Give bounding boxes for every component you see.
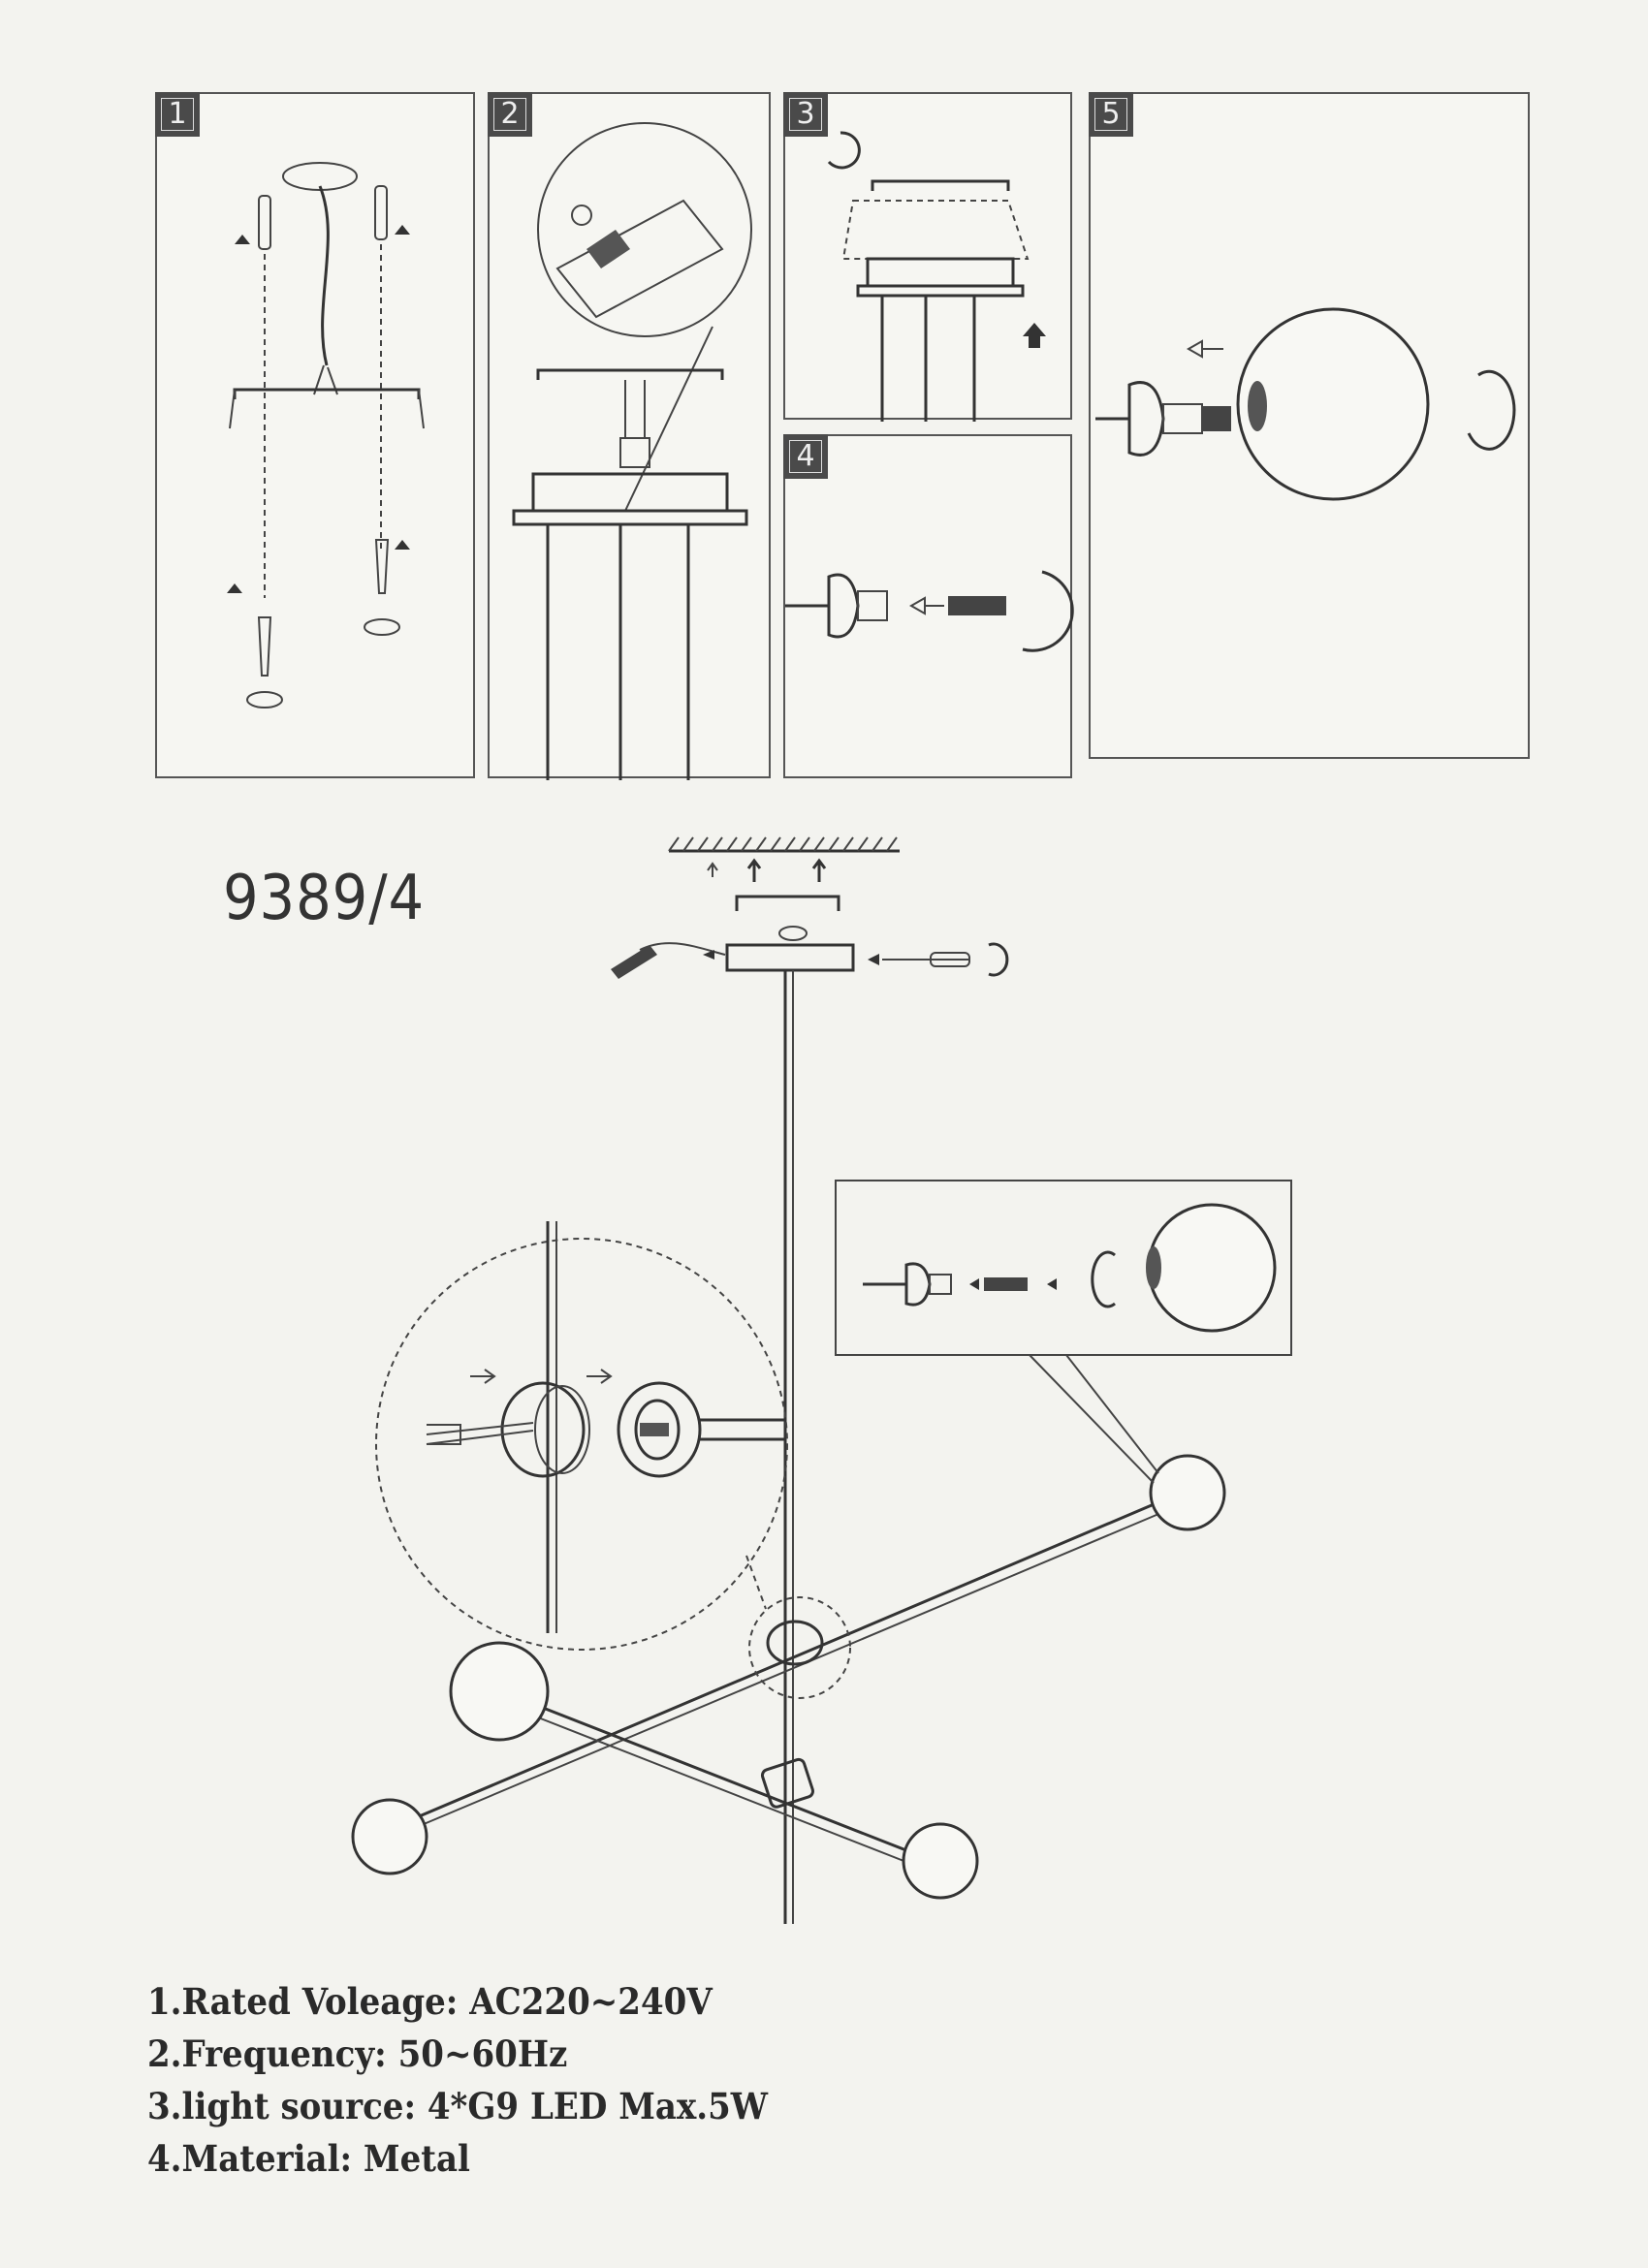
step-panel-1: 1 bbox=[155, 92, 475, 778]
arm-joint bbox=[766, 1620, 824, 1666]
spec-rated-voltage: 1.Rated Voleage: AC220~240V bbox=[147, 1980, 713, 2023]
rotate-icon bbox=[827, 131, 861, 170]
arrow-left-icon bbox=[1186, 339, 1223, 359]
retaining-ring-icon bbox=[1091, 1250, 1116, 1308]
arm-cross bbox=[537, 1704, 922, 1858]
step-badge-2: 2 bbox=[488, 92, 532, 137]
globe-detail-box bbox=[835, 1180, 1292, 1356]
arm-joint bbox=[760, 1757, 814, 1809]
step-3-illustration bbox=[827, 131, 1046, 422]
step-panel-3: 3 bbox=[783, 92, 1072, 422]
arrow-up-icon bbox=[1023, 323, 1046, 348]
arrow-left-icon bbox=[908, 596, 944, 615]
joint-detail-callout bbox=[375, 1238, 788, 1651]
arrow-up-icon bbox=[235, 235, 250, 244]
arrow-left-icon bbox=[969, 1278, 979, 1290]
glass-globe bbox=[351, 1798, 428, 1875]
detail-magnifier bbox=[537, 122, 752, 337]
step-panel-4: 4 bbox=[783, 434, 1074, 778]
arrow-left-icon bbox=[868, 954, 879, 965]
step-badge-4: 4 bbox=[783, 434, 828, 479]
glass-globe bbox=[449, 1641, 550, 1742]
g9-bulb-icon bbox=[948, 596, 1006, 615]
arm-long bbox=[416, 1500, 1159, 1819]
glass-globe bbox=[1236, 307, 1430, 501]
terminal-block-icon bbox=[611, 945, 657, 979]
retaining-ring-icon bbox=[1467, 369, 1516, 451]
spec-material: 4.Material: Metal bbox=[147, 2137, 470, 2180]
step-number: 1 bbox=[161, 98, 194, 131]
globe-detail-illustration bbox=[863, 1203, 1277, 1333]
spec-frequency: 2.Frequency: 50~60Hz bbox=[147, 2032, 568, 2075]
step-number: 4 bbox=[789, 440, 822, 473]
arrow-left-icon bbox=[1047, 1278, 1057, 1290]
lamp-holder-icon bbox=[904, 1262, 932, 1307]
ceiling-canopy bbox=[725, 943, 855, 972]
step-4-illustration bbox=[785, 570, 1074, 652]
arrow-up-icon bbox=[746, 858, 762, 882]
retaining-ring-icon bbox=[988, 942, 1009, 977]
screw-icon bbox=[930, 952, 970, 967]
glass-globe bbox=[902, 1822, 979, 1900]
arrow-up-icon bbox=[395, 540, 410, 550]
step-panel-5: 5 bbox=[1089, 92, 1530, 759]
mounting-bracket bbox=[735, 895, 840, 911]
arrow-up-icon bbox=[707, 862, 718, 877]
arrow-right-icon bbox=[470, 1369, 496, 1384]
mounting-bracket bbox=[536, 368, 724, 380]
specifications-list: 1.Rated Voleage: AC220~240V 2.Frequency:… bbox=[147, 1975, 768, 2185]
spec-light-source: 3.light source: 4*G9 LED Max.5W bbox=[147, 2085, 769, 2127]
glass-globe bbox=[1149, 1454, 1226, 1531]
step-1-illustration bbox=[227, 162, 425, 709]
ceiling-hatch bbox=[668, 836, 900, 853]
retaining-ring-icon bbox=[1022, 570, 1074, 652]
terminal-block-icon bbox=[619, 437, 650, 468]
step-number: 3 bbox=[789, 98, 822, 131]
joint-cap bbox=[500, 1381, 586, 1478]
step-badge-3: 3 bbox=[783, 92, 828, 137]
wall-plug-icon bbox=[258, 195, 271, 250]
screw-icon bbox=[374, 539, 390, 594]
screw-icon bbox=[257, 616, 272, 677]
mounting-bracket bbox=[871, 179, 1010, 191]
arrow-up-icon bbox=[811, 858, 827, 882]
g9-bulb-icon bbox=[984, 1277, 1028, 1291]
wall-plug-icon bbox=[374, 185, 388, 240]
step-badge-5: 5 bbox=[1089, 92, 1133, 137]
arrow-right-icon bbox=[586, 1369, 613, 1384]
chandelier-assembly-drawing bbox=[351, 836, 1292, 1924]
model-number: 9389/4 bbox=[223, 863, 426, 934]
step-badge-1: 1 bbox=[155, 92, 200, 137]
step-5-illustration bbox=[1095, 307, 1516, 501]
step-number: 2 bbox=[493, 98, 526, 131]
step-panel-2: 2 bbox=[488, 92, 771, 780]
glass-globe bbox=[1147, 1203, 1277, 1333]
arrow-up-icon bbox=[227, 583, 242, 593]
arrow-up-icon bbox=[395, 225, 410, 235]
joint-ring bbox=[617, 1381, 702, 1478]
step-number: 5 bbox=[1094, 98, 1127, 131]
step-2-illustration bbox=[512, 122, 752, 780]
